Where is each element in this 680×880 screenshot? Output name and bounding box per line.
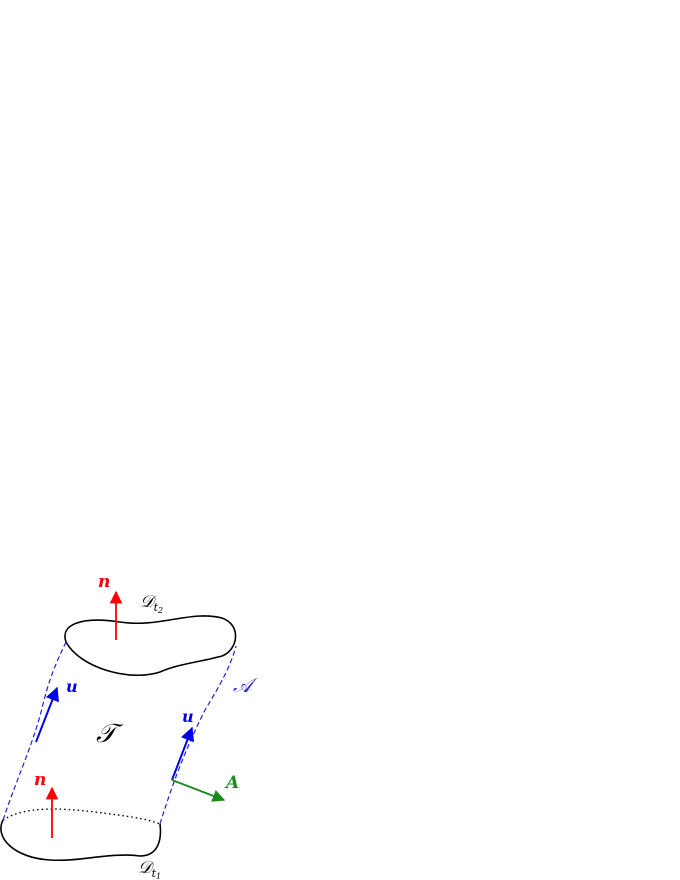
right-generator-line <box>159 645 237 825</box>
velocity-vector-left <box>35 686 59 743</box>
acceleration-vector <box>171 779 226 802</box>
label-u-right: u <box>182 707 194 726</box>
label-D-top: 𝒟t2 <box>140 592 163 615</box>
label-n-top: n <box>98 572 110 592</box>
label-A-surface: 𝒜 <box>233 673 258 697</box>
top-surface-outline <box>64 615 237 676</box>
left-generator-line <box>2 641 67 821</box>
bottom-surface-back-edge <box>2 808 161 825</box>
bottom-surface-front-edge <box>0 819 162 862</box>
label-T: 𝒯 <box>96 719 124 749</box>
label-u-left: u <box>66 677 78 696</box>
velocity-vector-right <box>171 726 195 781</box>
label-D-bottom: 𝒟t1 <box>138 858 161 880</box>
label-n-bottom: n <box>34 770 46 790</box>
label-A-vector: A <box>224 773 239 793</box>
